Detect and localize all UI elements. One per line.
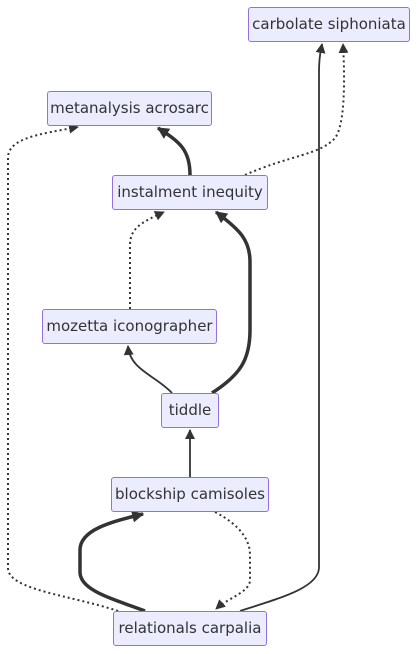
node-relationals-carpalia[interactable]: relationals carpalia <box>113 611 267 646</box>
node-tiddle[interactable]: tiddle <box>161 393 219 428</box>
edge-relationals-to-carbolate <box>239 43 326 612</box>
edge-blockship-to-relationals <box>214 511 251 610</box>
edge-relationals-to-metanalysis <box>7 123 119 612</box>
node-blockship-camisoles[interactable]: blockship camisoles <box>111 477 269 512</box>
node-mozetta-iconographer[interactable]: mozetta iconographer <box>42 309 217 344</box>
edge-mozetta-to-instalment <box>129 211 165 309</box>
edge-tiddle-to-instalment <box>211 210 252 395</box>
edge-relationals-to-blockship <box>78 510 146 613</box>
node-instalment-inequity[interactable]: instalment inequity <box>112 175 268 210</box>
edge-tiddle-to-mozetta <box>123 345 173 394</box>
node-metanalysis-acrosarc[interactable]: metanalysis acrosarc <box>47 91 212 126</box>
edge-instalment-to-metanalysis <box>156 126 192 176</box>
node-carbolate-siphoniata[interactable]: carbolate siphoniata <box>248 7 410 42</box>
edge-instalment-to-carbolate <box>244 43 349 176</box>
